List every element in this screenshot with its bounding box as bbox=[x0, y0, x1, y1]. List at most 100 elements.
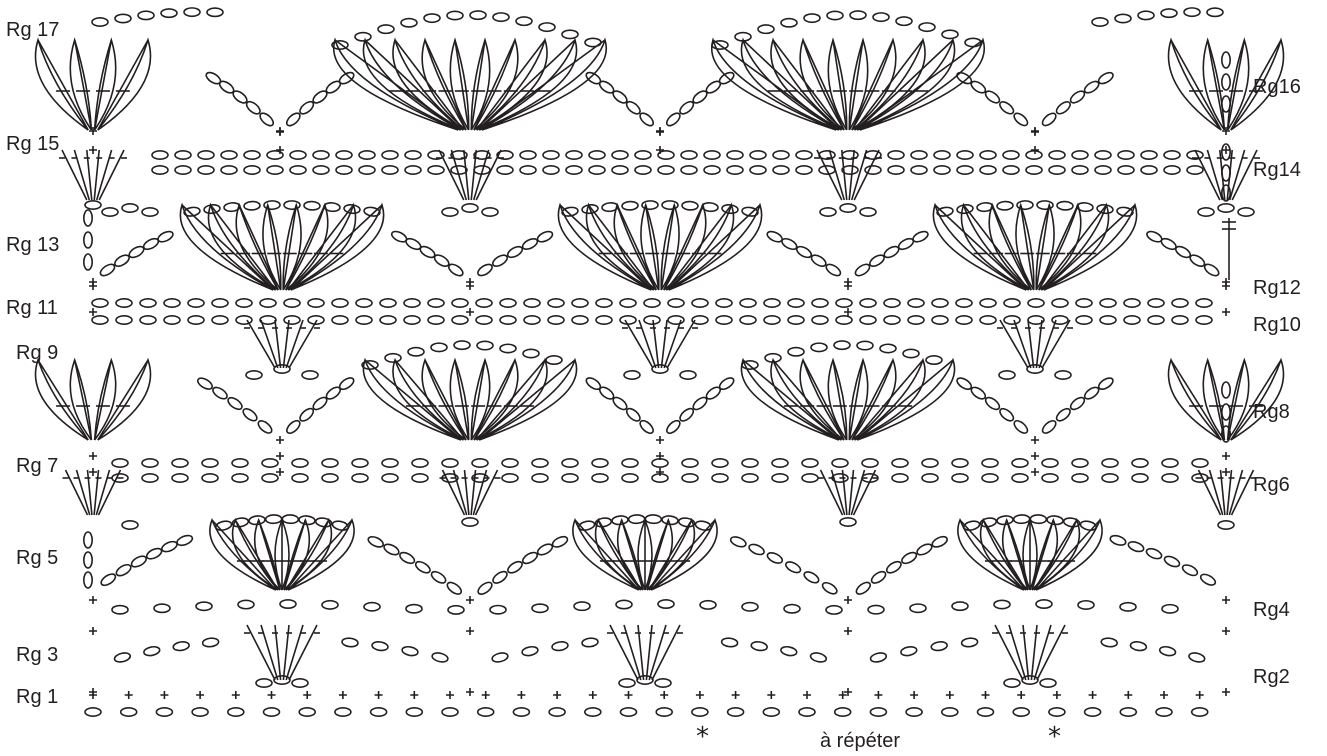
chain-stitch-icon bbox=[622, 474, 638, 482]
chain-stitch-icon bbox=[1222, 382, 1230, 398]
chain-stitch-icon bbox=[246, 371, 262, 379]
chain-stitch-icon bbox=[122, 521, 138, 529]
single-crochet-icon bbox=[874, 691, 882, 699]
chain-stitch-icon bbox=[143, 646, 160, 657]
chain-stitch-icon bbox=[750, 151, 766, 159]
chain-stitch-icon bbox=[969, 385, 987, 401]
chain-stitch-icon bbox=[1118, 166, 1134, 174]
chain-stitch-icon bbox=[92, 316, 108, 324]
chain-stitch-icon bbox=[751, 641, 768, 652]
row-label-11: Rg 11 bbox=[6, 298, 58, 318]
chain-stitch-icon bbox=[1097, 70, 1115, 85]
single-crochet-icon bbox=[910, 691, 918, 699]
chain-stitch-icon bbox=[520, 151, 536, 159]
chain-stitch-icon bbox=[1026, 151, 1042, 159]
chain-stitch-icon bbox=[1115, 14, 1131, 22]
chain-stitch-icon bbox=[1030, 515, 1046, 524]
chain-stitch-icon bbox=[196, 376, 214, 391]
chain-stitch-icon bbox=[1083, 385, 1101, 401]
chain-stitch-icon bbox=[658, 600, 674, 608]
chain-stitch-icon bbox=[788, 299, 804, 307]
chain-stitch-icon bbox=[1120, 708, 1136, 716]
chain-stitch-icon bbox=[629, 515, 645, 524]
chain-stitch-icon bbox=[572, 299, 588, 307]
chain-stitch-icon bbox=[92, 18, 108, 26]
chain-stitch-icon bbox=[536, 542, 554, 557]
single-crochet-icon bbox=[1222, 452, 1230, 460]
chain-stitch-icon bbox=[454, 341, 470, 349]
chain-stitch-icon bbox=[1141, 151, 1157, 159]
chain-stitch-icon bbox=[122, 204, 138, 212]
chain-stitch-icon bbox=[284, 299, 300, 307]
chain-stitch-icon bbox=[500, 299, 516, 307]
chain-stitch-icon bbox=[404, 299, 420, 307]
single-crochet-icon bbox=[946, 691, 954, 699]
chain-stitch-icon bbox=[827, 11, 843, 19]
row-label-14: Rg14 bbox=[1253, 160, 1301, 180]
chain-stitch-icon bbox=[142, 459, 158, 467]
chain-stitch-icon bbox=[523, 349, 539, 357]
chain-stitch-icon bbox=[773, 166, 789, 174]
single-crochet-icon bbox=[589, 691, 597, 699]
chain-stitch-icon bbox=[262, 474, 278, 482]
chain-stitch-icon bbox=[244, 151, 260, 159]
stitch-line bbox=[743, 40, 839, 130]
chain-stitch-icon bbox=[997, 201, 1013, 210]
repeat-label: à répéter bbox=[820, 731, 900, 751]
single-crochet-icon bbox=[1031, 436, 1039, 444]
chain-stitch-icon bbox=[355, 33, 371, 41]
chain-stitch-icon bbox=[84, 572, 92, 588]
chain-stitch-icon bbox=[238, 600, 254, 608]
chain-stitch-icon bbox=[692, 299, 708, 307]
single-crochet-icon bbox=[517, 691, 525, 699]
chain-stitch-icon bbox=[612, 166, 628, 174]
chain-stitch-icon bbox=[226, 395, 244, 411]
single-crochet-icon bbox=[1222, 688, 1230, 696]
chain-stitch-icon bbox=[942, 30, 958, 38]
chain-stitch-icon bbox=[1055, 371, 1071, 379]
chain-stitch-icon bbox=[718, 70, 736, 86]
chain-stitch-icon bbox=[840, 518, 856, 526]
chain-stitch-icon bbox=[712, 474, 728, 482]
chain-stitch-icon bbox=[728, 708, 744, 716]
row-label-5: Rg 5 bbox=[16, 548, 58, 568]
chain-stitch-icon bbox=[616, 600, 632, 608]
chain-stitch-icon bbox=[371, 708, 387, 716]
chain-stitch-icon bbox=[1138, 11, 1154, 19]
stitch-line bbox=[479, 40, 575, 130]
chain-stitch-icon bbox=[896, 17, 912, 25]
single-crochet-icon bbox=[89, 452, 97, 460]
stitch-line bbox=[365, 360, 461, 440]
chain-stitch-icon bbox=[142, 208, 158, 216]
chain-stitch-icon bbox=[662, 515, 679, 525]
stitch-line bbox=[854, 470, 876, 515]
chain-stitch-icon bbox=[212, 316, 228, 324]
chain-stitch-icon bbox=[788, 348, 804, 356]
chain-stitch-icon bbox=[1013, 708, 1029, 716]
single-crochet-icon bbox=[1031, 468, 1039, 476]
chain-stitch-icon bbox=[980, 316, 996, 324]
chain-stitch-icon bbox=[922, 459, 938, 467]
chain-stitch-icon bbox=[1102, 459, 1118, 467]
chain-stitch-icon bbox=[934, 151, 950, 159]
single-crochet-icon bbox=[1222, 627, 1230, 635]
chain-stitch-icon bbox=[282, 515, 298, 524]
chain-stitch-icon bbox=[926, 356, 942, 364]
chain-stitch-icon bbox=[1028, 299, 1044, 307]
chain-stitch-icon bbox=[470, 11, 486, 19]
chain-stitch-icon bbox=[342, 637, 359, 647]
row-label-1: Rg 1 bbox=[16, 687, 58, 707]
chain-stitch-icon bbox=[942, 708, 958, 716]
chain-stitch-icon bbox=[532, 459, 548, 467]
chain-stitch-icon bbox=[772, 474, 788, 482]
chain-stitch-icon bbox=[521, 646, 538, 657]
chain-stitch-icon bbox=[644, 316, 660, 324]
single-crochet-icon bbox=[125, 691, 133, 699]
chain-stitch-icon bbox=[716, 299, 732, 307]
chain-stitch-icon bbox=[1145, 229, 1163, 244]
chain-stitch-icon bbox=[1159, 646, 1176, 657]
chain-stitch-icon bbox=[267, 166, 283, 174]
chain-stitch-icon bbox=[258, 111, 275, 128]
chain-stitch-icon bbox=[1057, 201, 1073, 210]
chain-stitch-icon bbox=[172, 474, 188, 482]
